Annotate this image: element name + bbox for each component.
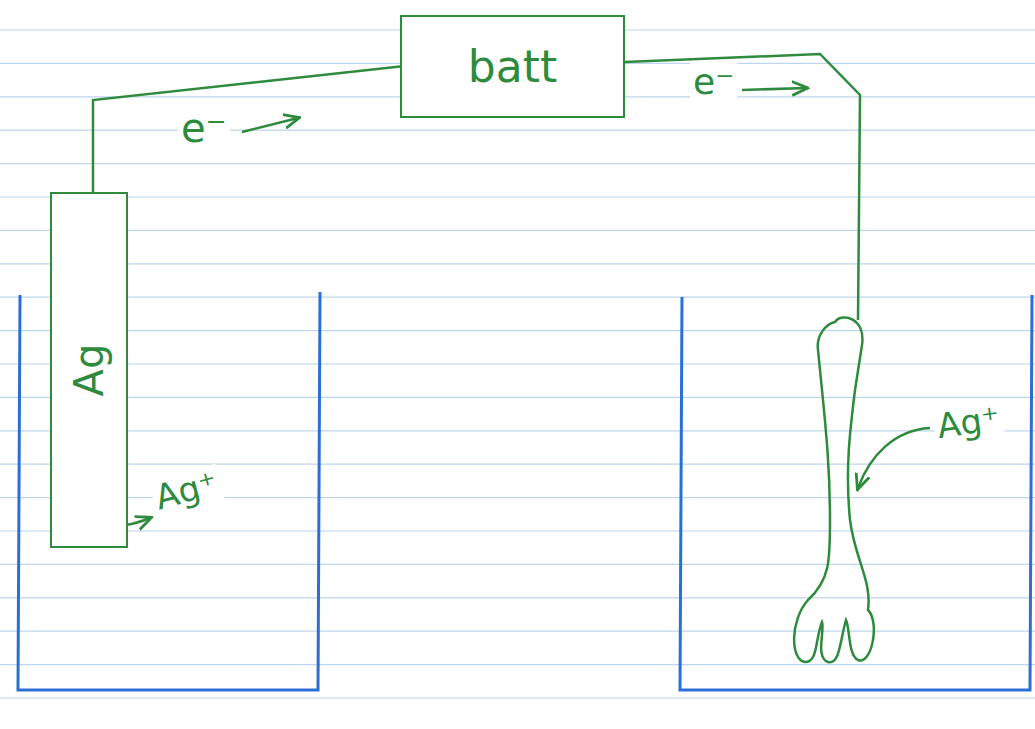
ruled-line: [0, 597, 1035, 598]
ruled-line: [0, 631, 1035, 632]
right-wire: [625, 54, 860, 320]
ruled-line: [0, 330, 1035, 331]
ruled-line: [0, 130, 1035, 131]
ruled-line: [0, 697, 1035, 698]
wire: [93, 67, 400, 193]
node-label: batt: [468, 41, 557, 92]
ion-label: Ag⁺: [148, 464, 224, 518]
ruled-line: [0, 664, 1035, 665]
ruled-lines: [0, 30, 1035, 698]
silver-electrode: Ag: [50, 192, 128, 548]
ruled-line: [0, 230, 1035, 231]
ion-arrow: [858, 428, 930, 488]
ruled-line: [0, 297, 1035, 298]
ruled-line: [0, 196, 1035, 197]
ion-label: Ag⁺: [932, 399, 1005, 446]
ruled-line: [0, 363, 1035, 364]
ruled-line: [0, 163, 1035, 164]
ruled-line: [0, 397, 1035, 398]
electron-arrow: [742, 88, 806, 90]
ruled-line: [0, 430, 1035, 431]
ruled-line: [0, 464, 1035, 465]
battery-box: batt: [400, 15, 625, 118]
ruled-line: [0, 263, 1035, 264]
electron-label: e⁻: [178, 106, 230, 150]
ruled-line: [0, 530, 1035, 531]
right-beaker: [680, 295, 1032, 690]
fork: [794, 317, 874, 662]
node-label: Ag: [66, 344, 112, 397]
ruled-line: [0, 564, 1035, 565]
electron-label: e⁻: [690, 62, 737, 102]
electron-arrow: [242, 118, 298, 132]
